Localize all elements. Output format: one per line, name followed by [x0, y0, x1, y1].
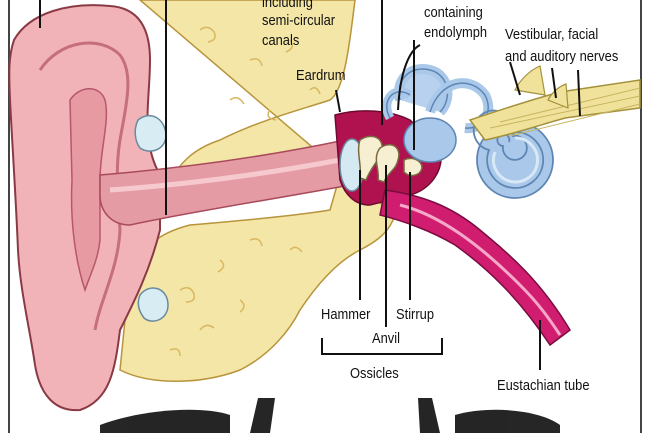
label-ossicles: Ossicles — [350, 365, 399, 382]
label-stirrup: Stirrup — [396, 306, 435, 323]
temporal-bone — [119, 0, 396, 382]
label-semicircular-line3: canals — [262, 32, 300, 49]
label-nerves-line1: Vestibular, facial — [505, 26, 599, 43]
label-nerves-line2: and auditory nerves — [505, 48, 619, 65]
label-eardrum: Eardrum — [296, 67, 346, 84]
cochlea — [472, 109, 554, 199]
vestibule — [403, 117, 457, 163]
pointer-lines — [39, 0, 581, 370]
label-semicircular-line1: including — [262, 0, 313, 11]
right-frame-line — [640, 0, 642, 433]
nerve-bundle — [468, 65, 641, 141]
cartilage-upper — [134, 114, 167, 152]
hammer-bone — [357, 135, 383, 181]
ear-helix-fold — [38, 41, 130, 331]
bone-texture — [169, 26, 321, 357]
ear-canal-highlight — [109, 157, 341, 193]
left-frame-line — [8, 0, 10, 433]
eustachian-tube-inner — [399, 203, 562, 336]
ear-antihelix — [69, 88, 108, 293]
label-endolymph-line2: endolymph — [424, 24, 488, 41]
ear-canal — [99, 139, 351, 226]
label-semicircular-line2: semi-circular — [262, 12, 336, 29]
label-anvil: Anvil — [372, 330, 400, 347]
cartilage-lower — [137, 287, 169, 322]
label-endolymph-line1: containing — [424, 4, 483, 21]
bottom-decoration — [100, 398, 560, 433]
anvil-bone — [375, 144, 400, 183]
label-hammer: Hammer — [321, 306, 371, 323]
label-eustachian-tube: Eustachian tube — [497, 377, 590, 394]
eustachian-tube-shape — [379, 189, 571, 347]
stirrup-bone — [403, 157, 423, 177]
